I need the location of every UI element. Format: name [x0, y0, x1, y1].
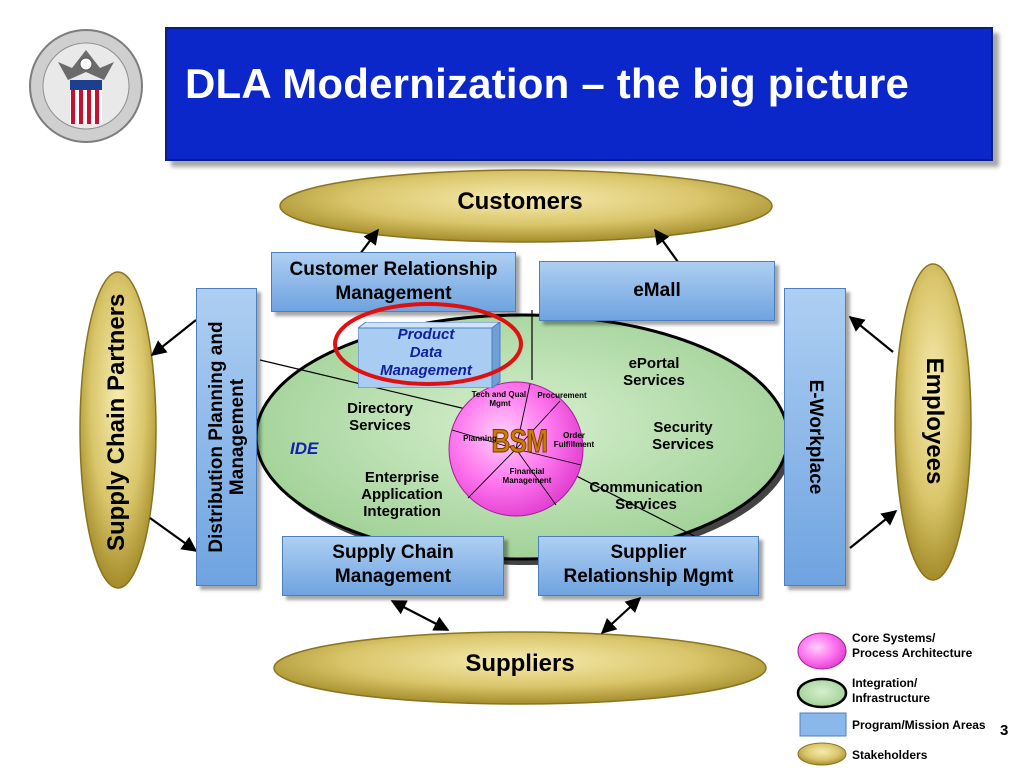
- srm-label: Supplier Relationship Mgmt: [538, 541, 759, 589]
- bsm-financial-line1: Financial: [509, 467, 545, 476]
- eworkplace-box: [784, 288, 846, 586]
- communication-services-label: Communication Services: [582, 479, 710, 513]
- bsm-order-label: Order Fulfillment: [550, 431, 598, 449]
- bsm-planning-label: Planning: [463, 434, 497, 443]
- legend-core-label: Core Systems/ Process Architecture: [852, 631, 1012, 661]
- customers-ellipse: [279, 169, 773, 243]
- legend-core-swatch: [797, 632, 847, 670]
- scm-label-line2: Management: [334, 566, 452, 587]
- scm-label-line1: Supply Chain: [332, 542, 454, 563]
- crm-label: Customer Relationship Management: [271, 258, 516, 306]
- eai-line3: Integration: [363, 503, 441, 520]
- legend-program-swatch: [799, 712, 847, 737]
- srm-label-line2: Relationship Mgmt: [563, 566, 734, 587]
- eworkplace-label: E-Workplace: [805, 379, 826, 495]
- legend-infra-line2: Infrastructure: [852, 691, 931, 705]
- communication-line1: Communication: [589, 479, 703, 496]
- legend-core-line1: Core Systems/: [852, 631, 936, 645]
- bsm-tech-label: Tech and Qual. Mgmt: [467, 390, 533, 408]
- bsm-order-line1: Order: [563, 431, 585, 440]
- supply-chain-partners-ellipse: [79, 271, 157, 589]
- bsm-financial-line2: Management: [502, 476, 552, 485]
- bsm-center-label: BSM: [491, 423, 548, 460]
- bsm-order-line2: Fulfillment: [553, 440, 595, 449]
- eai-line2: Application: [361, 486, 443, 503]
- crm-box: [271, 252, 516, 312]
- employees-ellipse: [894, 263, 972, 581]
- pdm-label-line2: Data: [409, 344, 443, 361]
- bsm-tech-line1: Tech and Qual.: [471, 390, 529, 399]
- dpm-label-line2: Management: [227, 378, 248, 496]
- dpm-box: [196, 288, 257, 586]
- customers-label: Customers: [457, 188, 583, 215]
- pdm-label-line3: Management: [380, 362, 472, 379]
- dla-logo: [29, 29, 143, 143]
- directory-line1: Directory: [347, 400, 413, 417]
- bsm-tech-line2: Mgmt: [489, 399, 511, 408]
- legend-infra-swatch: [796, 677, 848, 709]
- scm-box: [282, 536, 504, 596]
- eportal-line2: Services: [623, 372, 685, 389]
- crm-label-line1: Customer Relationship: [289, 259, 498, 280]
- supply-chain-partners-label: Supply Chain Partners: [103, 293, 130, 551]
- emall-label: eMall: [633, 280, 681, 301]
- dpm-label: Distribution Planning and Management: [206, 297, 248, 577]
- legend-program-label: Program/Mission Areas: [852, 718, 986, 732]
- security-line2: Services: [652, 436, 714, 453]
- pdm-highlight-ring: [333, 302, 523, 386]
- eportal-line1: ePortal: [628, 355, 680, 372]
- dpm-label-line1: Distribution Planning and: [206, 321, 227, 553]
- eai-line1: Enterprise: [364, 469, 440, 486]
- directory-line2: Services: [349, 417, 411, 434]
- slide-title: DLA Modernization – the big picture: [185, 60, 910, 107]
- employees-label: Employees: [921, 357, 948, 485]
- bsm-financial-label: Financial Management: [495, 467, 559, 485]
- ide-label: IDE: [290, 439, 319, 458]
- bsm-dividers: [451, 383, 582, 506]
- security-line1: Security: [653, 419, 713, 436]
- directory-services-label: Directory Services: [330, 400, 430, 434]
- crm-label-line2: Management: [335, 283, 452, 304]
- page-number: 3: [1000, 722, 1009, 739]
- communication-line2: Services: [615, 496, 677, 513]
- suppliers-label: Suppliers: [465, 650, 575, 677]
- pdm-label-line1: Product: [397, 326, 455, 343]
- pdm-label: Product Data Management: [358, 326, 494, 380]
- bsm-procurement-label: Procurement: [537, 391, 587, 400]
- suppliers-ellipse: [273, 631, 767, 705]
- srm-box: [538, 536, 759, 596]
- legend-stakeholder-label: Stakeholders: [852, 748, 928, 762]
- legend-infra-line1: Integration/: [852, 676, 918, 690]
- scm-label: Supply Chain Management: [282, 541, 504, 589]
- legend-stakeholder-swatch: [797, 742, 847, 766]
- srm-label-line1: Supplier: [610, 542, 687, 563]
- eai-label: Enterprise Application Integration: [342, 469, 462, 520]
- title-bar: [165, 27, 993, 161]
- legend-core-line2: Process Architecture: [852, 646, 973, 660]
- legend-infra-label: Integration/ Infrastructure: [852, 676, 1012, 706]
- emall-box: [539, 261, 775, 321]
- eportal-services-label: ePortal Services: [604, 355, 704, 389]
- security-services-label: Security Services: [633, 419, 733, 453]
